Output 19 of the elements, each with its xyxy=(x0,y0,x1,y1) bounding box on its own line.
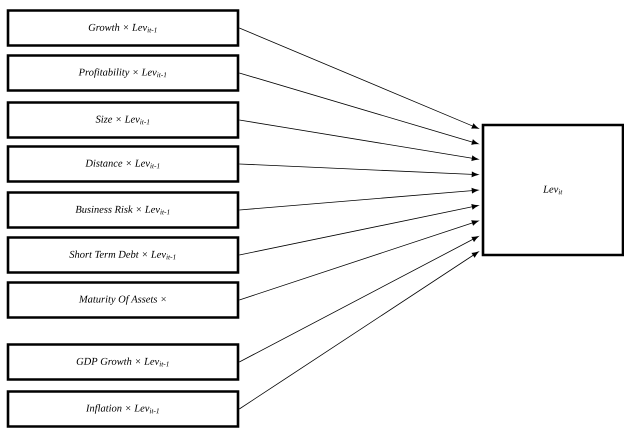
arrow xyxy=(238,251,479,410)
arrow xyxy=(238,164,478,178)
arrow xyxy=(238,28,479,129)
input-box: Business Risk × Lev$_{it-1}$ xyxy=(6,191,240,229)
input-box: GDP Growth × Lev$_{it-1}$ xyxy=(6,343,240,381)
arrow xyxy=(238,120,478,161)
input-box: Size × Lev$_{it-1}$ xyxy=(6,101,240,139)
arrow xyxy=(238,188,478,210)
input-box: Maturity Of Assets × xyxy=(6,281,240,319)
input-box: Distance × Lev$_{it-1}$ xyxy=(6,145,240,183)
input-box: Growth × Lev$_{it-1}$ xyxy=(6,9,240,47)
arrow xyxy=(238,220,479,300)
arrow xyxy=(238,236,479,362)
input-box: Inflation × Lev$_{it-1}$ xyxy=(6,390,240,428)
input-box: Short Term Debt × Lev$_{it-1}$ xyxy=(6,236,240,274)
outcome-box: Lev$_{it}$ xyxy=(482,124,624,256)
arrow xyxy=(238,204,478,256)
input-box: Profitability × Lev$_{it-1}$ xyxy=(6,54,240,92)
arrow xyxy=(238,72,479,145)
